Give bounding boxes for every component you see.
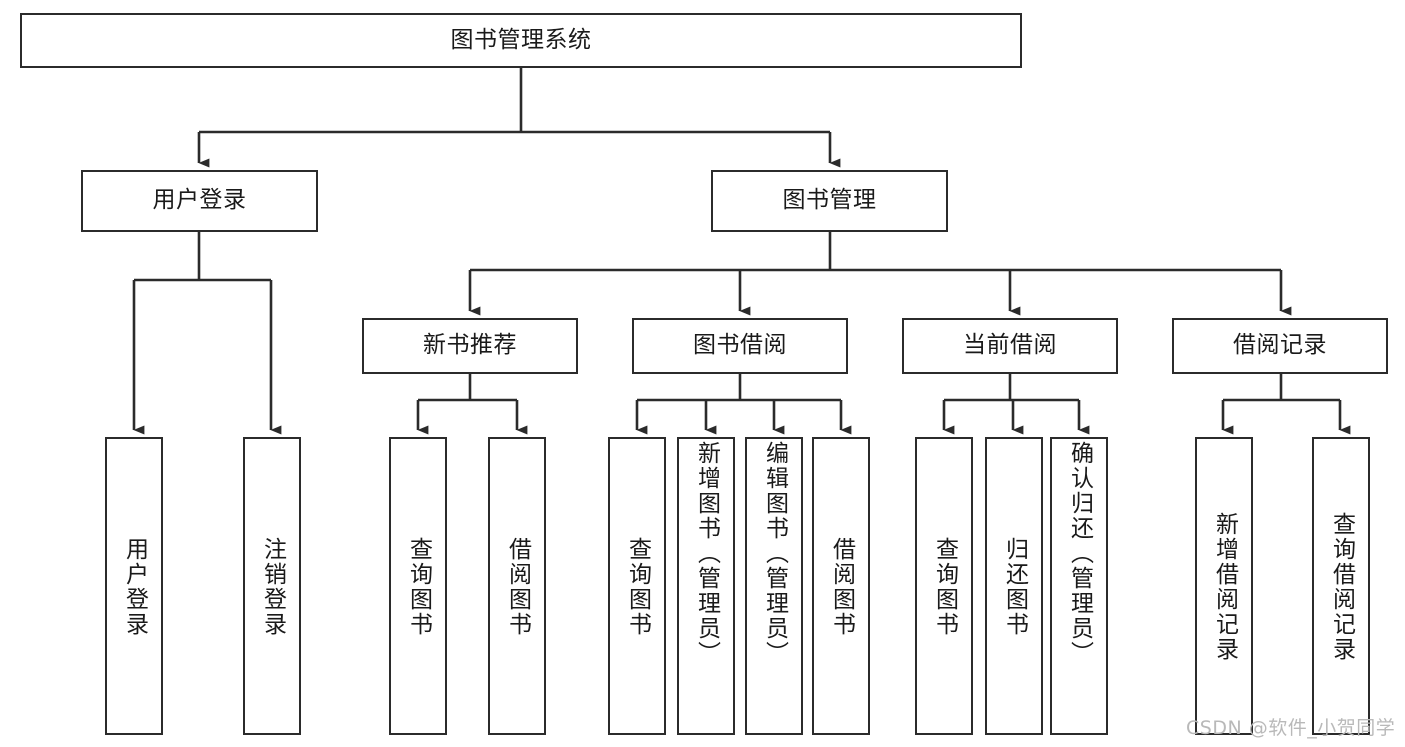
node-current-borrow-label: 当前借阅 <box>963 332 1057 359</box>
leaf-book-borrow-add[interactable]: 新增图书（管理员） <box>677 437 735 735</box>
leaf-book-borrow-borrow-label: 借阅图书 <box>828 537 855 637</box>
leaf-borrow-record-add[interactable]: 新增借阅记录 <box>1195 437 1253 735</box>
leaf-user-login-logout-label: 注销登录 <box>259 537 286 637</box>
leaf-borrow-record-add-label: 新增借阅记录 <box>1211 512 1238 662</box>
node-new-book-recommend-label: 新书推荐 <box>423 332 517 359</box>
node-book-borrow[interactable]: 图书借阅 <box>632 318 848 374</box>
leaf-book-borrow-query[interactable]: 查询图书 <box>608 437 666 735</box>
node-borrow-record[interactable]: 借阅记录 <box>1172 318 1388 374</box>
leaf-user-login-logout[interactable]: 注销登录 <box>243 437 301 735</box>
node-book-management-label: 图书管理 <box>782 187 877 214</box>
node-book-management[interactable]: 图书管理 <box>711 170 948 232</box>
leaf-book-borrow-query-label: 查询图书 <box>624 537 651 637</box>
node-root-book-management-system[interactable]: 图书管理系统 <box>20 13 1022 68</box>
leaf-current-borrow-return-label: 归还图书 <box>1001 537 1028 637</box>
leaf-current-borrow-confirm-label: 确认归还（管理员） <box>1066 441 1093 666</box>
leaf-user-login-login-label: 用户登录 <box>121 537 148 637</box>
node-borrow-record-label: 借阅记录 <box>1233 332 1327 359</box>
node-root-label: 图书管理系统 <box>450 26 592 53</box>
node-user-login[interactable]: 用户登录 <box>81 170 318 232</box>
leaf-new-book-query-label: 查询图书 <box>405 537 432 637</box>
leaf-new-book-borrow[interactable]: 借阅图书 <box>488 437 546 735</box>
leaf-new-book-query[interactable]: 查询图书 <box>389 437 447 735</box>
node-new-book-recommend[interactable]: 新书推荐 <box>362 318 578 374</box>
leaf-new-book-borrow-label: 借阅图书 <box>504 537 531 637</box>
leaf-book-borrow-add-label: 新增图书（管理员） <box>693 441 720 666</box>
node-current-borrow[interactable]: 当前借阅 <box>902 318 1118 374</box>
leaf-borrow-record-query[interactable]: 查询借阅记录 <box>1312 437 1370 735</box>
node-user-login-label: 用户登录 <box>152 187 247 214</box>
leaf-borrow-record-query-label: 查询借阅记录 <box>1328 512 1355 662</box>
leaf-book-borrow-borrow[interactable]: 借阅图书 <box>812 437 870 735</box>
leaf-current-borrow-query[interactable]: 查询图书 <box>915 437 973 735</box>
leaf-current-borrow-return[interactable]: 归还图书 <box>985 437 1043 735</box>
leaf-current-borrow-query-label: 查询图书 <box>931 537 958 637</box>
leaf-book-borrow-edit-label: 编辑图书（管理员） <box>761 441 788 666</box>
csdn-watermark: CSDN @软件_小贺同学 <box>1186 717 1396 739</box>
leaf-book-borrow-edit[interactable]: 编辑图书（管理员） <box>745 437 803 735</box>
node-book-borrow-label: 图书借阅 <box>693 332 787 359</box>
leaf-current-borrow-confirm[interactable]: 确认归还（管理员） <box>1050 437 1108 735</box>
leaf-user-login-login[interactable]: 用户登录 <box>105 437 163 735</box>
